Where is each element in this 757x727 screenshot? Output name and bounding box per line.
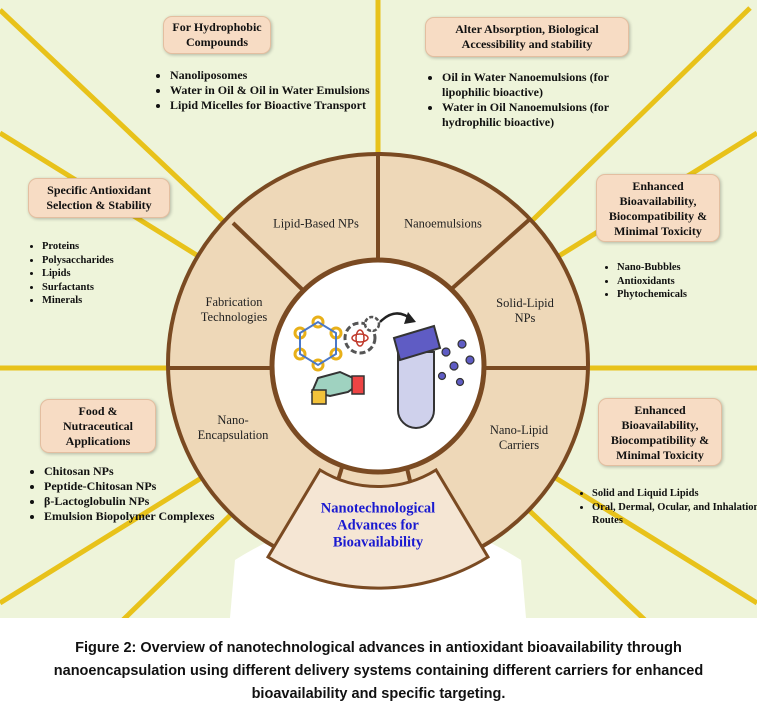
q6-list: Solid and Liquid LipidsOral, Dermal, Ocu…	[578, 487, 757, 528]
center-title: Nanotechnological Advances for Bioavaila…	[320, 500, 436, 551]
list-item: Nanoliposomes	[170, 68, 376, 83]
q3-heading: Specific Antioxidant Selection & Stabili…	[28, 178, 170, 218]
q3-list: ProteinsPolysaccharidesLipidsSurfactants…	[28, 240, 192, 308]
divider-top-right	[445, 217, 532, 295]
q4-list: Nano-BubblesAntioxidantsPhytochemicals	[603, 261, 757, 302]
segment-lipid-based-nps: Lipid-Based NPs	[273, 216, 359, 231]
list-item: Peptide-Chitosan NPs	[44, 479, 224, 494]
q2-heading: Alter Absorption, Biological Accessibili…	[425, 17, 629, 57]
hand-chip-icon	[310, 370, 365, 405]
hexagon-network-icon	[293, 315, 343, 372]
figure-caption: Figure 2: Overview of nanotechnological …	[53, 640, 704, 702]
list-item: Water in Oil & Oil in Water Emulsions	[170, 83, 376, 98]
list-item: Chitosan NPs	[44, 464, 224, 479]
list-item: Emulsion Biopolymer Complexes	[44, 509, 224, 524]
list-item: Polysaccharides	[42, 254, 192, 268]
bottom-segment	[265, 467, 491, 590]
q6-heading: Enhanced Bioavailability, Biocompatibili…	[598, 398, 722, 466]
divider-top-left	[231, 221, 309, 296]
q5-heading: Food & Nutraceutical Applications	[40, 399, 156, 453]
list-item: Lipid Micelles for Bioactive Transport	[170, 98, 376, 113]
capsule-icon	[392, 324, 475, 429]
list-item: Proteins	[42, 240, 192, 254]
list-item: Phytochemicals	[617, 288, 757, 302]
gear-atom-icon	[343, 315, 381, 355]
segment-fabrication-technologies: Fabrication Technologies	[200, 295, 268, 324]
q2-list: Oil in Water Nanoemulsions (for lipophil…	[428, 70, 644, 130]
segment-nano-lipid-carriers: Nano-Lipid Carriers	[489, 423, 549, 452]
q5-list: Chitosan NPsPeptide-Chitosan NPsβ-Lactog…	[30, 464, 224, 524]
list-item: Antioxidants	[617, 275, 757, 289]
q1-list: NanoliposomesWater in Oil & Oil in Water…	[156, 68, 376, 113]
segment-nano-encapsulation: Nano-Encapsulation	[197, 413, 269, 442]
list-item: Oral, Dermal, Ocular, and Inhalation Rou…	[592, 501, 757, 528]
list-item: β-Lactoglobulin NPs	[44, 494, 224, 509]
diagram-background	[0, 0, 757, 618]
segment-solid-lipid-nps: Solid-Lipid NPs	[496, 296, 554, 325]
list-item: Nano-Bubbles	[617, 261, 757, 275]
figure: For Hydrophobic Compounds NanoliposomesW…	[0, 0, 757, 618]
q4-heading: Enhanced Bioavailability, Biocompatibili…	[596, 174, 720, 242]
list-item: Lipids	[42, 267, 192, 281]
list-item: Minerals	[42, 294, 192, 308]
segment-nanoemulsions: Nanoemulsions	[404, 216, 482, 231]
list-item: Water in Oil Nanoemulsions (for hydrophi…	[442, 100, 644, 130]
list-item: Solid and Liquid Lipids	[592, 487, 757, 501]
q1-heading: For Hydrophobic Compounds	[163, 16, 271, 54]
list-item: Oil in Water Nanoemulsions (for lipophil…	[442, 70, 644, 100]
list-item: Surfactants	[42, 281, 192, 295]
arrow-icon	[379, 312, 416, 324]
